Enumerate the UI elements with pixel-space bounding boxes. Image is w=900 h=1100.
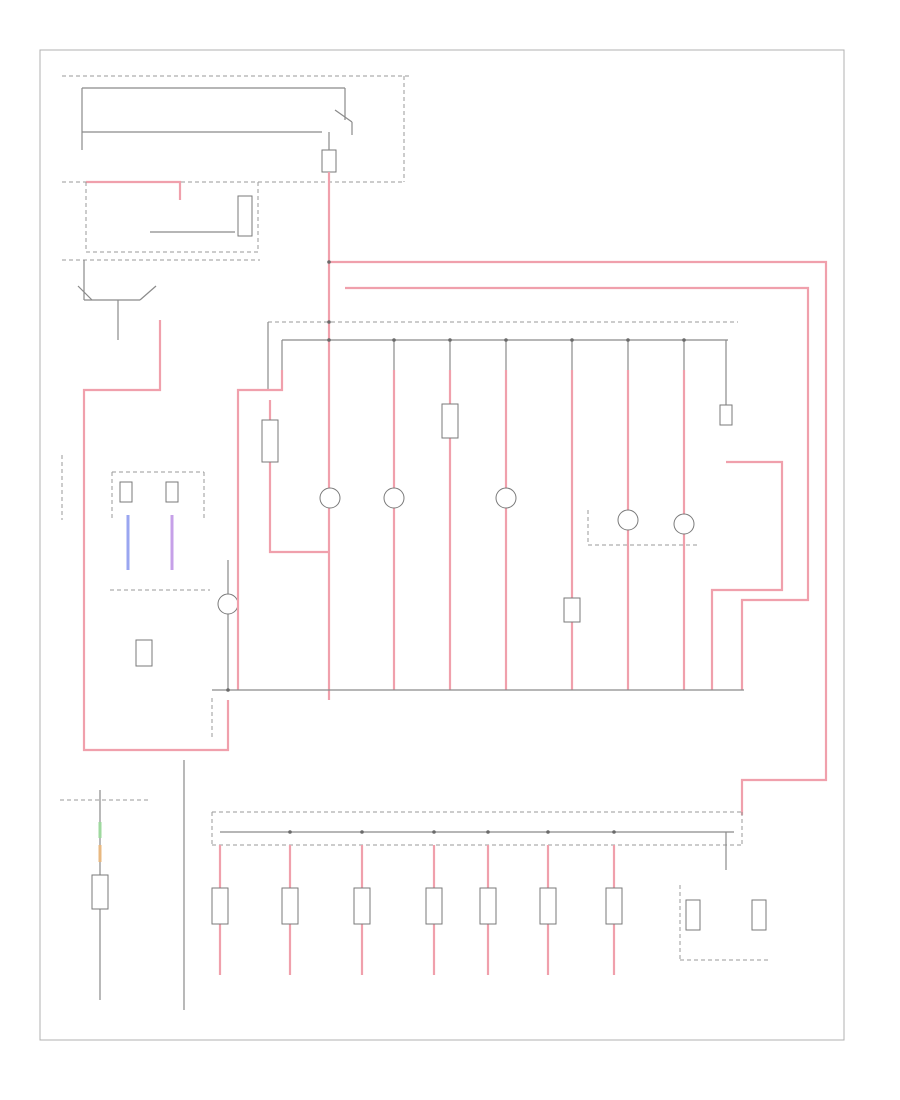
- lower-left-lamp: [91, 874, 109, 910]
- light-switch-block: [61, 180, 260, 752]
- lamp-cluster-5: [673, 513, 695, 535]
- lamp-cluster-2: [383, 487, 405, 509]
- junction-dots: [226, 260, 686, 834]
- lamp-cluster-4: [617, 509, 639, 531]
- lower-left-branch: [60, 790, 150, 1000]
- lamp-panel-1: [261, 419, 279, 463]
- switch-contact-a: [119, 481, 133, 503]
- lower-lamp-4: [425, 887, 443, 925]
- rheostat: [217, 560, 239, 690]
- lower-lamp-7: [605, 887, 623, 925]
- lower-branches: [211, 832, 770, 975]
- lower-lamp-8: [685, 899, 701, 931]
- diagram-border: [39, 49, 845, 1041]
- lamp-panel-4: [719, 404, 733, 426]
- lower-lamp-2: [281, 887, 299, 925]
- lighting-switch-contact: [237, 195, 253, 237]
- lamp-cluster-1: [319, 487, 341, 509]
- lamp-cluster-3: [495, 487, 517, 509]
- lower-lamp-6: [539, 887, 557, 925]
- lower-lamp-1: [211, 887, 229, 925]
- lower-bus: [183, 760, 743, 1010]
- top-fuse-box: [62, 75, 410, 183]
- lamp-panel-3: [563, 597, 581, 623]
- lamp-branches: [236, 340, 727, 690]
- switch-legs: [110, 471, 210, 667]
- illumination-control-switch: [135, 639, 153, 667]
- lower-lamp-3: [353, 887, 371, 925]
- lamps-upper: [261, 403, 733, 623]
- lower-lamp-5: [479, 887, 497, 925]
- rheostat-lamp: [217, 593, 239, 615]
- ground-bus: [211, 689, 744, 740]
- switch-contact-b: [165, 481, 179, 503]
- lower-lamp-9: [751, 899, 767, 931]
- lamp-panel-2: [441, 403, 459, 439]
- main-fuse: [321, 149, 337, 173]
- upper-bus: [267, 321, 738, 390]
